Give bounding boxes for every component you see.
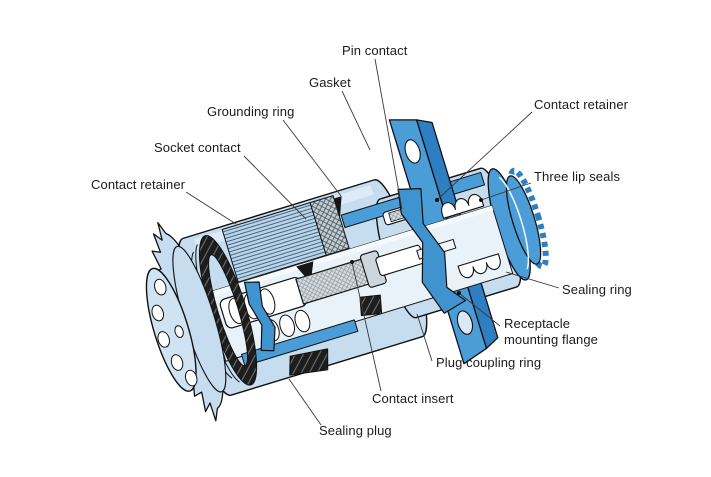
label-pin-contact: Pin contact bbox=[342, 43, 408, 58]
gasket-graphic bbox=[359, 294, 383, 317]
leader-grounding-ring bbox=[282, 119, 342, 197]
label-contact-retainer-left: Contact retainer bbox=[91, 177, 186, 192]
leader-contact-insert bbox=[351, 261, 382, 392]
grounding-ring-hatch bbox=[309, 195, 350, 256]
sealing-plug-graphic bbox=[145, 267, 198, 392]
contact-retainer-left-graphic bbox=[243, 281, 276, 352]
label-sealing-plug: Sealing plug bbox=[319, 423, 392, 438]
label-gasket: Gasket bbox=[309, 75, 351, 90]
contact-retainer-right-graphic bbox=[397, 188, 467, 314]
label-socket-contact: Socket contact bbox=[154, 140, 241, 155]
leader-socket-contact bbox=[243, 155, 307, 220]
leader-contact-retainer-right bbox=[436, 111, 533, 201]
flange-hole-top bbox=[404, 139, 421, 164]
leader-sealing-plug bbox=[288, 378, 322, 426]
label-plug-coupling-ring: Plug coupling ring bbox=[436, 355, 542, 370]
sealing-ring-graphic bbox=[487, 167, 549, 281]
label-contact-retainer-right: Contact retainer bbox=[534, 97, 629, 112]
leader-sealing-ring bbox=[505, 271, 560, 289]
rear-seal-graphic bbox=[289, 348, 329, 376]
leader-three-lip-seals bbox=[480, 182, 532, 201]
flange-hole-bottom bbox=[456, 310, 474, 335]
label-three-lip-seals: Three lip seals bbox=[534, 169, 621, 184]
leader-lines bbox=[185, 58, 560, 426]
label-receptacle-mounting-flange: Receptacle mounting flange bbox=[504, 316, 599, 347]
leader-dots bbox=[350, 198, 483, 295]
connector-body bbox=[145, 119, 549, 422]
leader-gasket bbox=[341, 90, 371, 151]
leader-pin-contact bbox=[374, 58, 403, 210]
label-grounding-ring: Grounding ring bbox=[207, 104, 295, 119]
label-contact-insert: Contact insert bbox=[372, 391, 454, 406]
leader-plug-coupling-ring bbox=[416, 313, 433, 362]
label-sealing-ring: Sealing ring bbox=[562, 282, 632, 297]
leader-contact-retainer-left bbox=[185, 191, 237, 225]
leader-receptacle-mounting-flange bbox=[458, 292, 501, 327]
three-lip-seals-graphic bbox=[441, 193, 501, 279]
lower-blue-strip bbox=[240, 319, 359, 367]
